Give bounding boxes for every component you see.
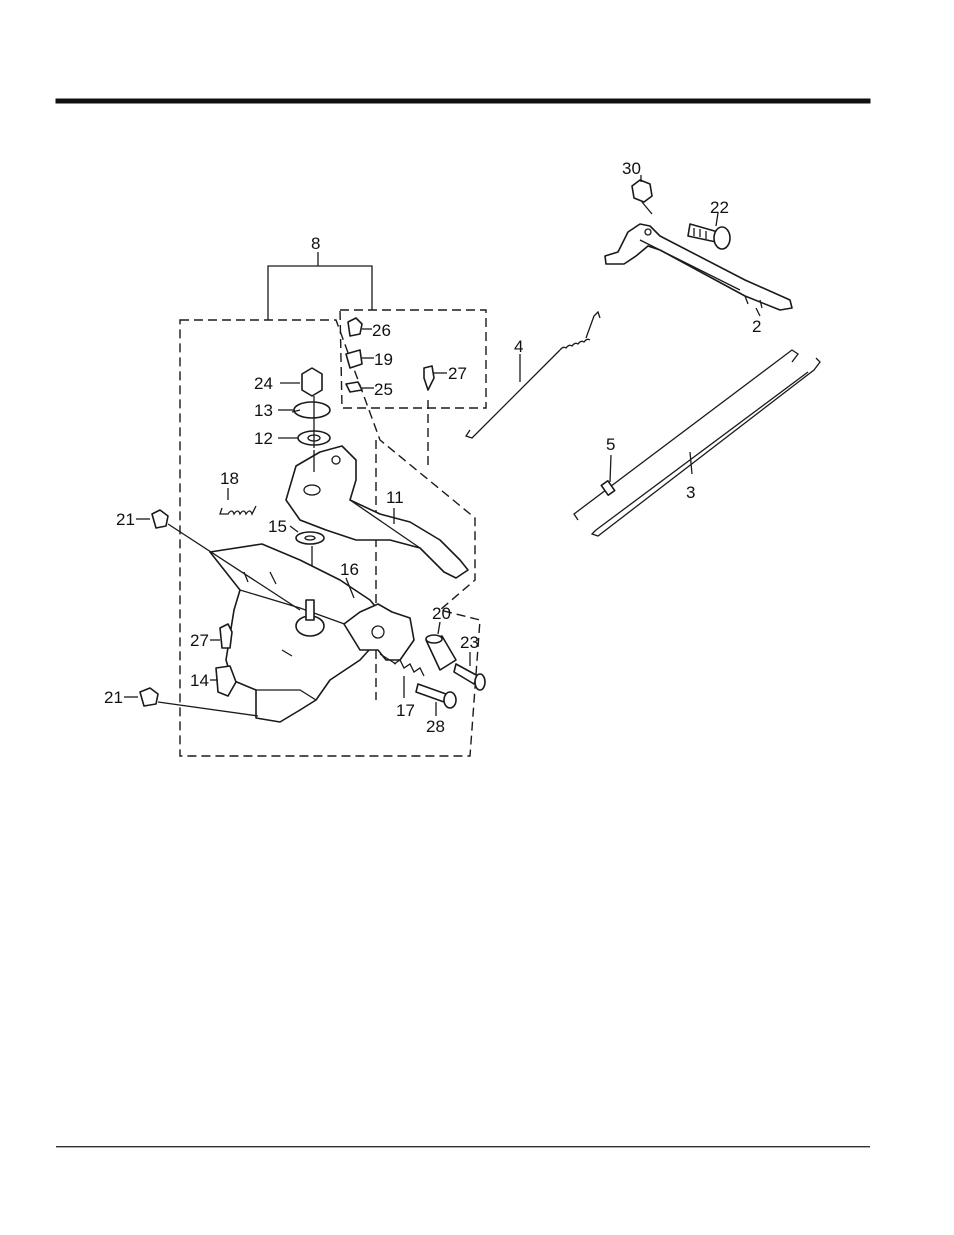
- callout-14: 14: [190, 671, 209, 690]
- top-rule: [56, 99, 870, 103]
- callout-26: 26: [372, 321, 391, 340]
- callout-20: 20: [432, 604, 451, 623]
- washer-15: [296, 532, 324, 544]
- callout-11: 11: [386, 488, 404, 507]
- hex-nut: [632, 180, 652, 202]
- callout-23: 23: [460, 633, 479, 652]
- pivot-pin: [454, 664, 485, 690]
- callout-21-upper: 21: [116, 510, 135, 529]
- control-lever-group: [605, 180, 792, 310]
- return-spring: [220, 506, 256, 514]
- callout-25: 25: [374, 380, 393, 399]
- callout-30: 30: [622, 159, 641, 178]
- callout-8: 8: [311, 234, 320, 253]
- rod-clip: [601, 481, 614, 495]
- callout-5: 5: [606, 435, 615, 454]
- callout-12: 12: [254, 429, 273, 448]
- callout-15: 15: [268, 517, 287, 536]
- callout-4: 4: [514, 337, 523, 356]
- callout-17: 17: [396, 701, 415, 720]
- governor-nut: [302, 368, 322, 396]
- callout-16: 16: [340, 560, 359, 579]
- callout-27-lower: 27: [190, 631, 209, 650]
- governor-arm-group: [286, 368, 468, 578]
- bottom-rule: [56, 1146, 870, 1147]
- shoulder-bolt: [688, 224, 730, 249]
- callout-18: 18: [220, 469, 239, 488]
- callout-21-lower: 21: [104, 688, 123, 707]
- adjust-screw: [220, 624, 232, 648]
- pivot-sleeve: [426, 635, 456, 670]
- callout-3: 3: [686, 483, 695, 502]
- governor-arm: [286, 446, 468, 578]
- flange-bolt-lower: [140, 688, 258, 716]
- callout-13: 13: [254, 401, 273, 420]
- callout-2: 2: [752, 317, 761, 336]
- callout-24: 24: [254, 374, 273, 393]
- callout-28: 28: [426, 717, 445, 736]
- callout-27-upper: 27: [448, 364, 467, 383]
- callout-22: 22: [710, 198, 729, 217]
- callout-19: 19: [374, 350, 393, 369]
